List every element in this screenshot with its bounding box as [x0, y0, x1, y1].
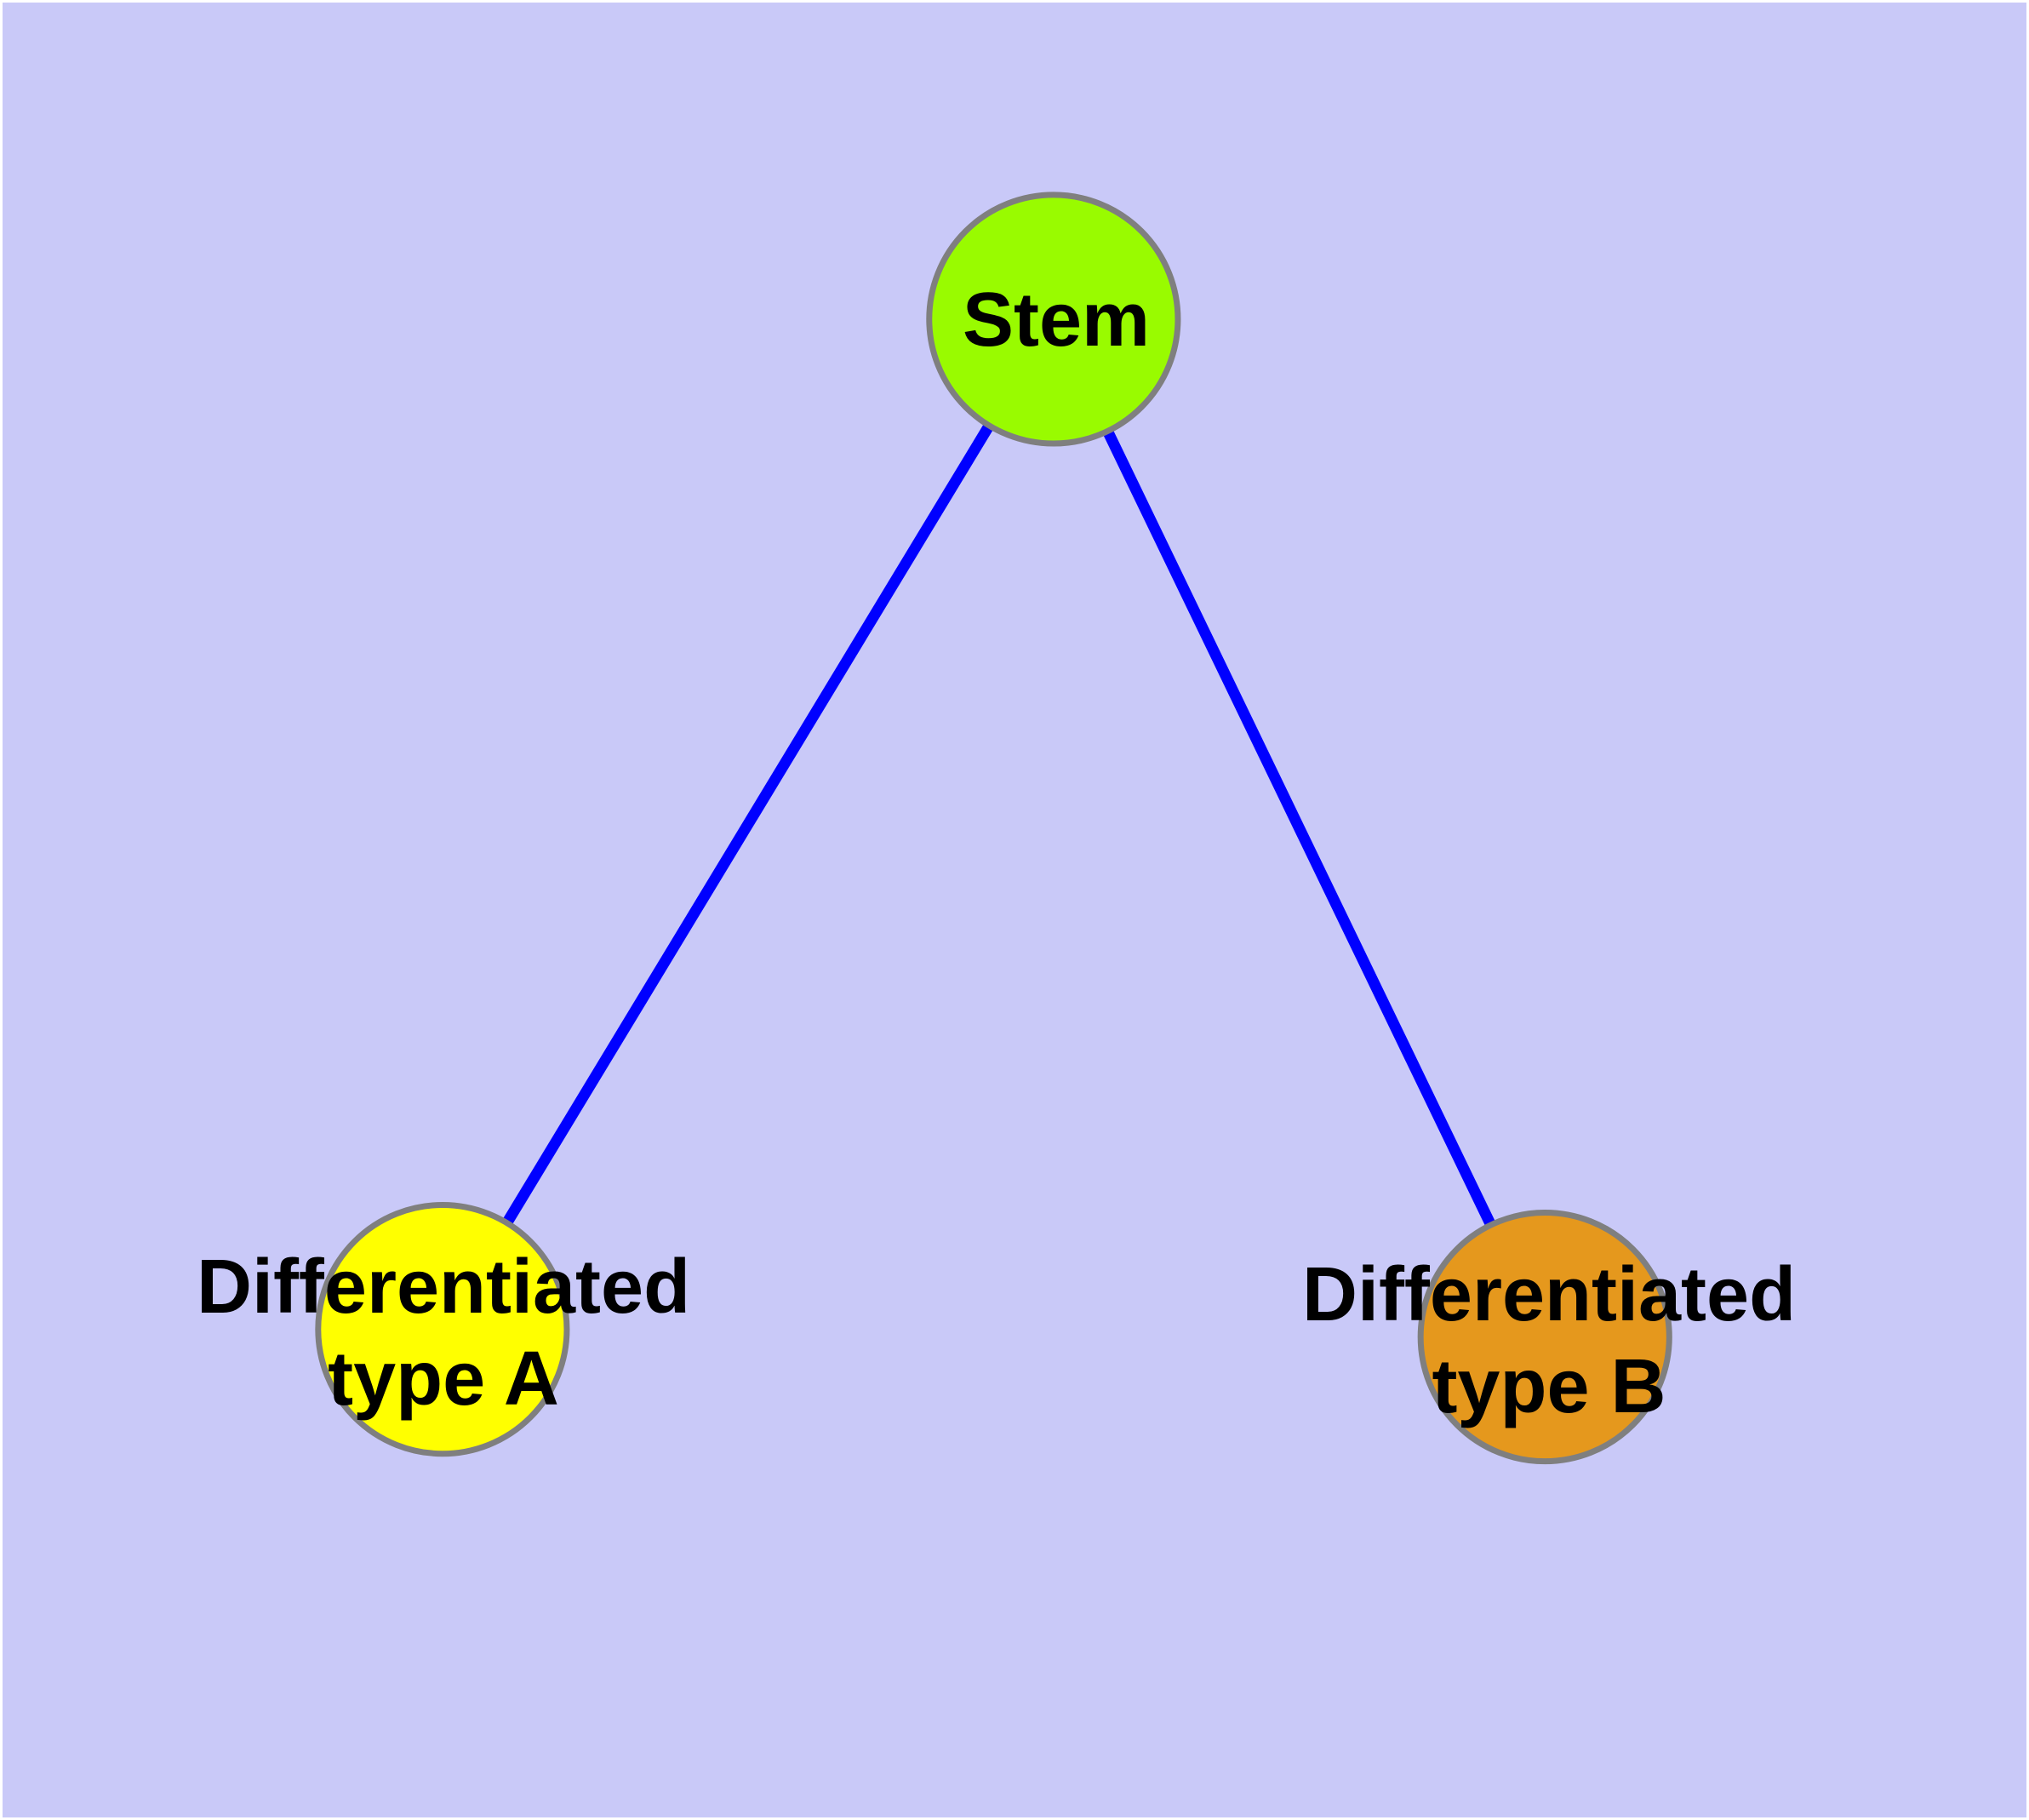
graph-svg	[315, 192, 1672, 1465]
edge-stem-to-type-b	[1049, 317, 1551, 1340]
edge-stem-to-type-a	[437, 316, 1059, 1332]
node-stem-circle[interactable]	[926, 192, 1181, 447]
node-type-a-circle[interactable]	[315, 1202, 570, 1457]
node-type-b-circle[interactable]	[1417, 1210, 1672, 1465]
